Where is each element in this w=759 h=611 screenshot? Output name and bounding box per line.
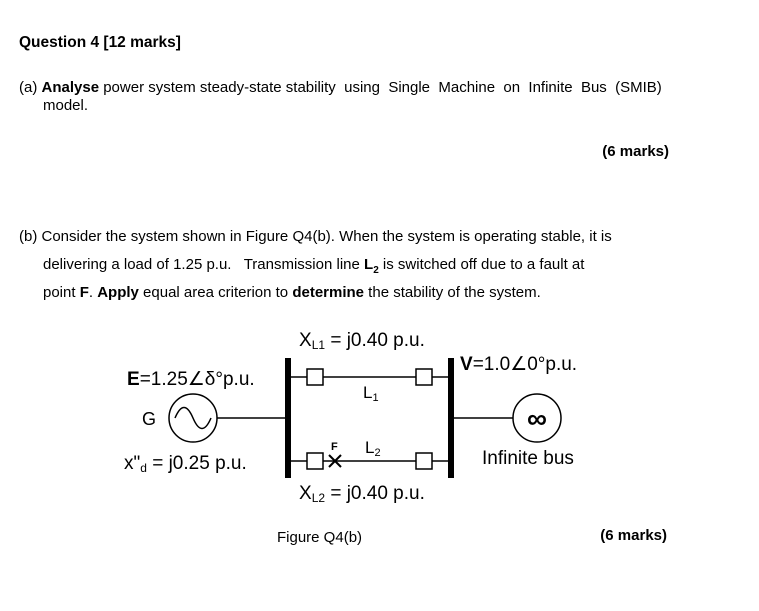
part-b-fault-point: F <box>79 284 89 301</box>
part-b-line-3: point F. Apply equal area criterion to d… <box>43 279 541 307</box>
left-bus-bar <box>285 358 291 478</box>
emf-label: E=1.25∠δ°p.u. <box>127 369 255 390</box>
breaker-l1-right <box>415 368 433 386</box>
part-b-line2-post: is switched off due to a fault at <box>378 256 585 273</box>
part-a-line-1: (a) Analyse power system steady-state st… <box>19 74 662 102</box>
breaker-l2-left <box>306 452 324 470</box>
voltage-label: V=1.0∠0°p.u. <box>460 354 577 375</box>
infinite-bus-label: Infinite bus <box>482 448 574 469</box>
part-b-determine: determine <box>292 284 365 301</box>
part-a-verb: Analyse <box>41 79 100 96</box>
part-a-line-2: model. <box>43 97 89 114</box>
part-a-prefix: (a) <box>19 79 42 96</box>
part-b-line3-mid1: . <box>88 284 98 301</box>
part-b-line-2: delivering a load of 1.25 p.u. Transmiss… <box>43 251 584 285</box>
fault-label: F <box>331 441 338 453</box>
part-b-line2-pre: delivering a load of 1.25 p.u. Transmiss… <box>43 256 365 273</box>
breaker-l2-right <box>415 452 433 470</box>
part-a-text: power system steady-state stability usin… <box>99 79 662 96</box>
breaker-l1-left <box>306 368 324 386</box>
part-b-marks: (6 marks) <box>600 527 667 544</box>
part-b-line-ref: L2 <box>364 256 379 276</box>
xl2-label: XL2 = j0.40 p.u. <box>299 483 425 505</box>
question-title: Question 4 [12 marks] <box>19 34 181 51</box>
line-1-label: L1 <box>363 383 379 404</box>
line-2-label: L2 <box>365 438 381 459</box>
sine-wave-icon <box>174 406 212 430</box>
part-b-line3-mid2: equal area criterion to <box>138 284 293 301</box>
generator-label: G <box>142 409 156 429</box>
fault-cross-b <box>328 454 342 468</box>
reactance-label: x"d = j0.25 p.u. <box>124 453 247 475</box>
right-bus-bar <box>448 358 454 478</box>
part-b-line3-post: the stability of the system. <box>364 284 541 301</box>
part-a-marks: (6 marks) <box>602 143 669 160</box>
infinity-symbol: ∞ <box>527 403 547 434</box>
part-b-apply: Apply <box>97 284 139 301</box>
part-b-line3-pre: point <box>43 284 80 301</box>
infinite-bus-icon <box>512 393 562 443</box>
part-b-line-1: (b) Consider the system shown in Figure … <box>19 228 612 245</box>
figure-caption: Figure Q4(b) <box>277 529 363 546</box>
xl1-label: XL1 = j0.40 p.u. <box>299 330 425 352</box>
